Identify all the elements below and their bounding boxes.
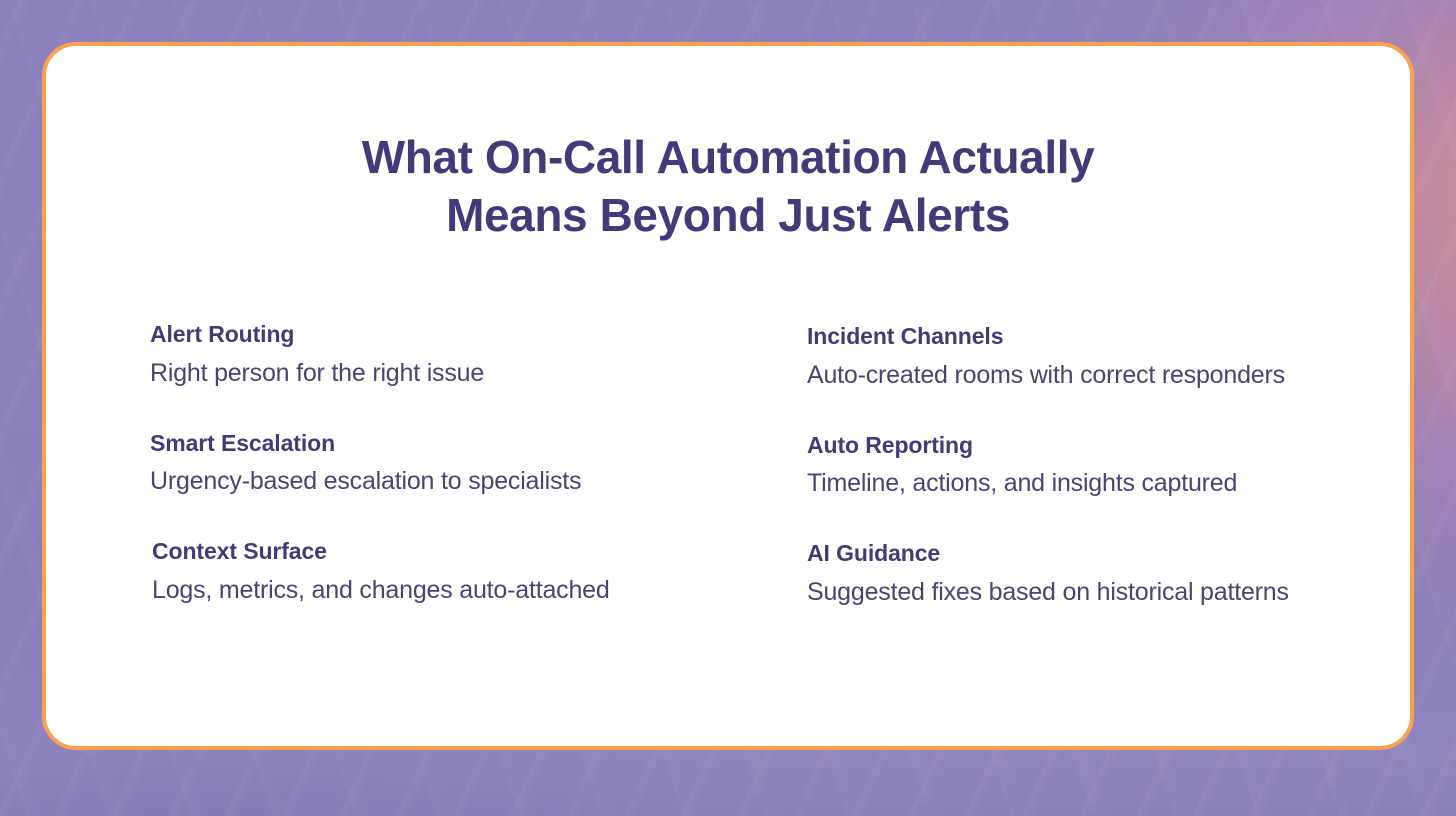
feature-description-incident-channels: Auto-created rooms with correct responde… [807,360,1285,389]
slide-title-line-1: What On-Call Automation Actually [361,131,1095,183]
feature-title-alert-routing: Alert Routing [150,320,295,347]
feature-item-ai-guidance: AI Guidance Suggested fixes based on his… [807,540,1348,608]
feature-column-right: Incident Channels Auto-created rooms wit… [807,321,1348,608]
feature-description-ai-guidance: Suggested fixes based on historical patt… [807,577,1289,606]
feature-title-incident-channels: Incident Channels [807,322,1004,349]
feature-grid: Alert Routing Right person for the right… [108,321,1348,608]
feature-title-auto-reporting: Auto Reporting [807,431,973,458]
feature-title-smart-escalation: Smart Escalation [150,429,336,456]
feature-description-alert-routing: Right person for the right issue [150,358,485,387]
feature-item-smart-escalation: Smart Escalation Urgency-based escalatio… [150,430,785,498]
feature-item-auto-reporting: Auto Reporting Timeline, actions, and in… [807,432,1348,500]
feature-item-incident-channels: Incident Channels Auto-created rooms wit… [807,323,1348,391]
slide-card: What On-Call Automation Actually Means B… [42,42,1414,750]
feature-title-ai-guidance: AI Guidance [807,540,941,567]
slide-title: What On-Call Automation Actually Means B… [198,129,1258,245]
feature-title-context-surface: Context Surface [152,538,327,565]
feature-column-left: Alert Routing Right person for the right… [150,321,785,608]
feature-description-smart-escalation: Urgency-based escalation to specialists [150,467,582,496]
slide-title-line-2: Means Beyond Just Alerts [446,188,1010,241]
feature-item-context-surface: Context Surface Logs, metrics, and chang… [150,538,785,606]
feature-description-auto-reporting: Timeline, actions, and insights captured [807,469,1238,498]
feature-item-alert-routing: Alert Routing Right person for the right… [150,321,785,389]
feature-description-context-surface: Logs, metrics, and changes auto-attached [152,575,610,604]
